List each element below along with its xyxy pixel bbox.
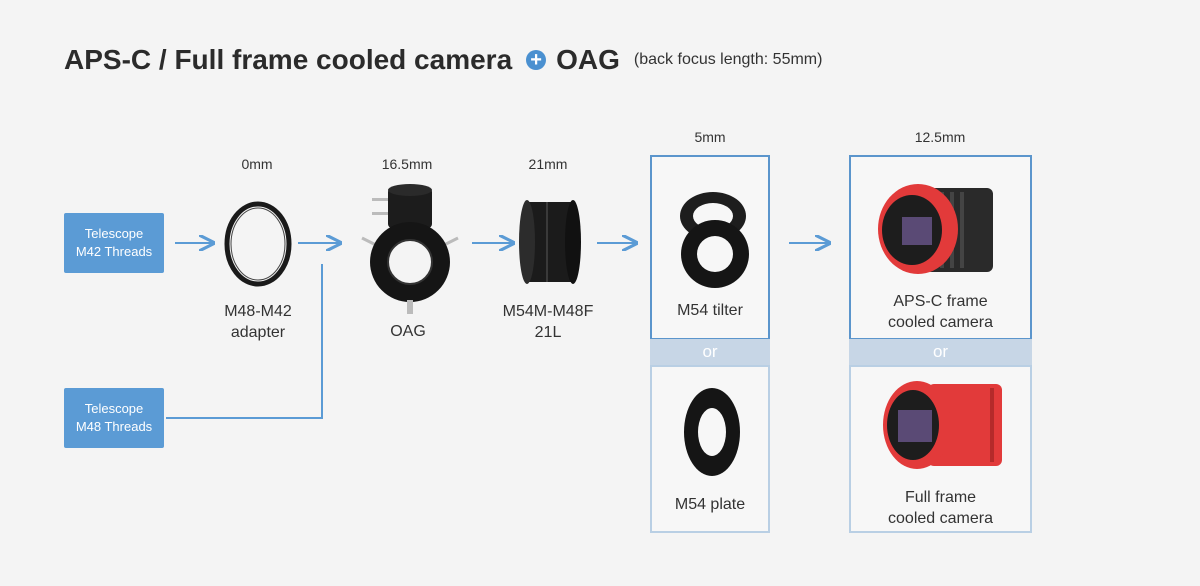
telescope-m48-box: Telescope M48 Threads	[64, 388, 164, 448]
telescope-m48-line1: Telescope	[84, 401, 144, 416]
title-main: APS-C / Full frame cooled camera	[64, 44, 513, 75]
extension-label: M54M-M48F 21L	[490, 301, 606, 343]
apsc-camera-label: APS-C frame cooled camera	[851, 291, 1030, 333]
apsc-camera-label-1: APS-C frame	[893, 293, 988, 310]
tilter-or-bar: or	[650, 339, 770, 365]
telescope-m42-line2: M42 Threads	[75, 244, 153, 259]
extension-label-1: M54M-M48F	[502, 303, 594, 320]
apsc-camera-label-2: cooled camera	[888, 314, 993, 331]
tilter-dim: 5mm	[694, 129, 726, 145]
plate-label: M54 plate	[674, 496, 746, 513]
fullframe-camera-label-1: Full frame	[904, 489, 977, 506]
title-second: OAG	[556, 44, 620, 75]
camera-dim: 12.5mm	[914, 129, 966, 145]
extension-label-2: 21L	[534, 324, 562, 341]
m48-connector-line	[166, 264, 323, 419]
adapter-label: M48-M42 adapter	[196, 301, 320, 343]
oag-label: OAG	[390, 323, 426, 340]
telescope-m42-line1: Telescope	[84, 226, 144, 241]
extension-dim: 21mm	[528, 156, 568, 172]
telescope-m48-line2: M48 Threads	[75, 419, 153, 434]
adapter-label-1: M48-M42	[224, 303, 292, 320]
fullframe-camera-label: Full frame cooled camera	[851, 487, 1030, 529]
telescope-m42-box: Telescope M42 Threads	[64, 213, 164, 273]
plus-icon: +	[526, 50, 547, 70]
tilter-label: M54 tilter	[677, 302, 743, 319]
title-subtitle: (back focus length: 55mm)	[633, 51, 823, 68]
page-title: APS-C / Full frame cooled camera + OAG (…	[64, 44, 822, 76]
adapter-label-2: adapter	[230, 324, 286, 341]
camera-or-bar: or	[849, 339, 1032, 365]
adapter-dim: 0mm	[241, 156, 273, 172]
oag-dim: 16.5mm	[381, 156, 433, 172]
fullframe-camera-label-2: cooled camera	[888, 510, 993, 527]
